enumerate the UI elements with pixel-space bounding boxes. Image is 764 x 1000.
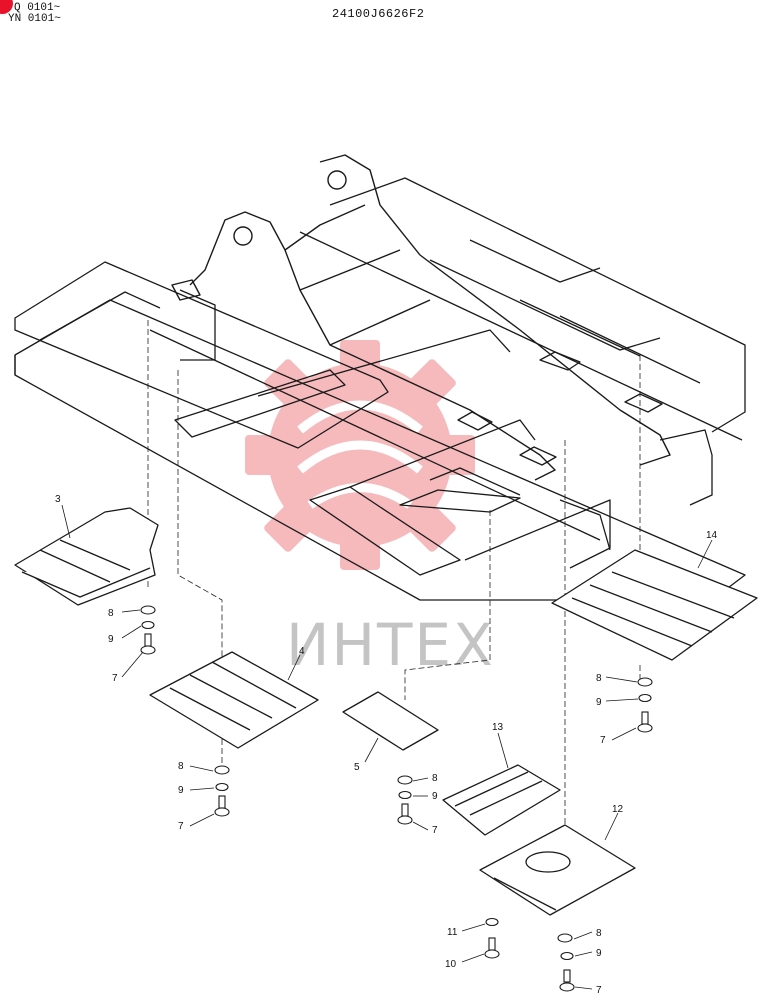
callout-9: 9	[178, 785, 184, 796]
callout-7: 7	[432, 825, 438, 836]
base-frame	[14, 177, 746, 601]
callout-14: 14	[706, 530, 718, 541]
callout-8: 8	[596, 673, 602, 684]
assembly-leader-lines	[147, 320, 641, 825]
drawing-number: 24100J6626F2	[332, 7, 425, 21]
callout-9: 9	[432, 791, 438, 802]
serial-range-2: YN 0101~	[8, 13, 61, 25]
cover-plate-12	[479, 824, 636, 916]
callout-8: 8	[432, 773, 438, 784]
callout-7: 7	[596, 985, 602, 996]
serial-range-1: Q 0101~	[14, 2, 61, 14]
callout-13: 13	[492, 722, 504, 733]
callout-7: 7	[112, 673, 118, 684]
hardware-set-12-right	[557, 933, 575, 992]
watermark-text: ИНТЕХ	[286, 611, 495, 679]
callout-7: 7	[178, 821, 184, 832]
callout-7: 7	[600, 735, 606, 746]
callout-leaders	[61, 504, 713, 990]
cover-plate-5	[342, 691, 439, 751]
hardware-set-5	[397, 775, 413, 825]
callout-9: 9	[596, 948, 602, 959]
callout-9: 9	[596, 697, 602, 708]
hardware-set-14	[637, 677, 653, 733]
callout-8: 8	[108, 608, 114, 619]
callout-4: 4	[299, 646, 305, 657]
cover-plate-14	[551, 549, 758, 661]
hardware-set-4	[214, 765, 230, 817]
callout-3: 3	[55, 494, 61, 505]
callout-10: 10	[445, 959, 457, 970]
hardware-set-3	[140, 605, 156, 655]
cover-plate-4	[149, 651, 319, 749]
callout-8: 8	[178, 761, 184, 772]
cover-plate-13	[442, 764, 561, 836]
callout-8: 8	[596, 928, 602, 939]
callout-5: 5	[354, 762, 360, 773]
watermark-gear	[245, 340, 475, 570]
callout-12: 12	[612, 804, 624, 815]
callout-11: 11	[447, 927, 458, 938]
cover-plate-3	[14, 507, 159, 606]
callout-9: 9	[108, 634, 114, 645]
hardware-set-12-left	[484, 917, 500, 959]
red-corner-mark	[0, 0, 13, 14]
boom-arm	[171, 154, 671, 481]
